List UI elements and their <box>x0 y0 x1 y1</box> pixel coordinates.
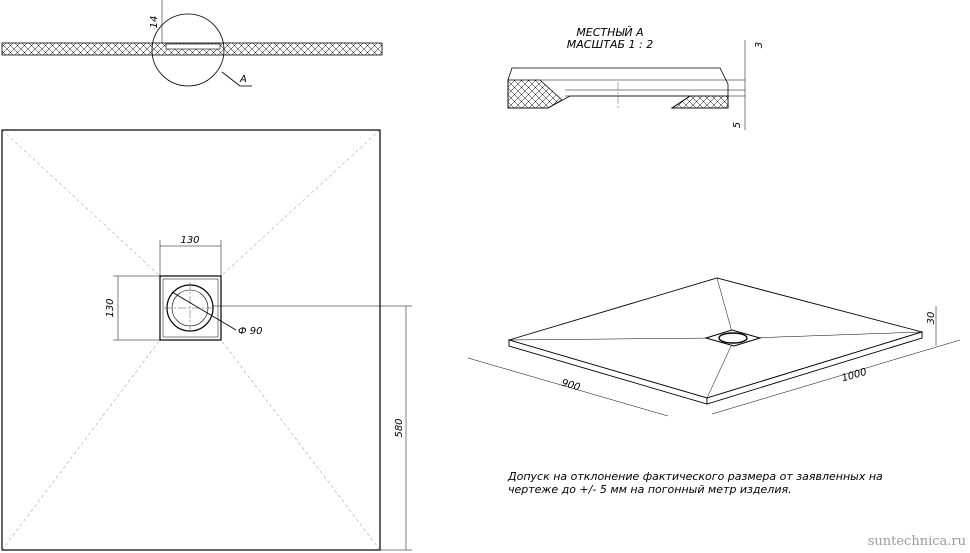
iso-slope-right <box>749 331 923 339</box>
iso-slope-left <box>508 337 715 341</box>
isometric-view: 900 1000 30 <box>467 277 961 417</box>
detail-dim-bottom: 5 <box>732 122 743 128</box>
plan-view: Ф 90 130 130 580 <box>1 129 412 551</box>
slope-line-br <box>220 339 381 551</box>
iso-dim-1000-line <box>711 339 961 415</box>
iso-dim-900-line <box>467 357 669 417</box>
iso-drain-square <box>704 329 762 347</box>
detail-right-hatch <box>670 95 729 109</box>
detail-left-hatch <box>507 79 563 109</box>
detail-dim-top: 3 <box>754 42 765 48</box>
iso-width-label: 900 <box>560 378 581 394</box>
section-drain-recess <box>165 43 221 50</box>
note-line-1: Допуск на отклонение фактического размер… <box>507 470 883 483</box>
note-line-2: чертеже до +/- 5 мм на погонный метр изд… <box>508 483 792 496</box>
drain-width-label: 130 <box>180 235 199 246</box>
callout-label: А <box>239 74 247 85</box>
detail-title: МЕСТНЫЙ А <box>576 26 643 39</box>
watermark: suntechnica.ru <box>868 534 966 549</box>
height-label: 580 <box>394 418 405 437</box>
iso-drain-circle <box>718 332 748 344</box>
diameter-leader <box>171 291 237 331</box>
tolerance-note: Допуск на отклонение фактического размер… <box>507 470 883 496</box>
section-view: А 14 <box>1 0 383 87</box>
detail-scale: МАСШТАБ 1 : 2 <box>567 38 653 51</box>
callout-leader <box>221 71 241 87</box>
detail-a-view: МЕСТНЫЙ А МАСШТАБ 1 : 2 3 5 <box>507 26 765 130</box>
iso-slope-back <box>716 277 733 333</box>
detail-circle <box>151 13 225 87</box>
dim-thickness-label: 14 <box>149 16 160 29</box>
drain-height-label: 130 <box>105 298 116 317</box>
slope-line-bl <box>1 339 161 551</box>
iso-slope-front <box>706 343 733 399</box>
drain-diameter-label: Ф 90 <box>238 326 263 337</box>
iso-length-label: 1000 <box>841 367 868 385</box>
drain-square-inner <box>162 278 219 338</box>
iso-thickness-label: 30 <box>926 312 937 325</box>
iso-front-right-face <box>706 331 923 405</box>
